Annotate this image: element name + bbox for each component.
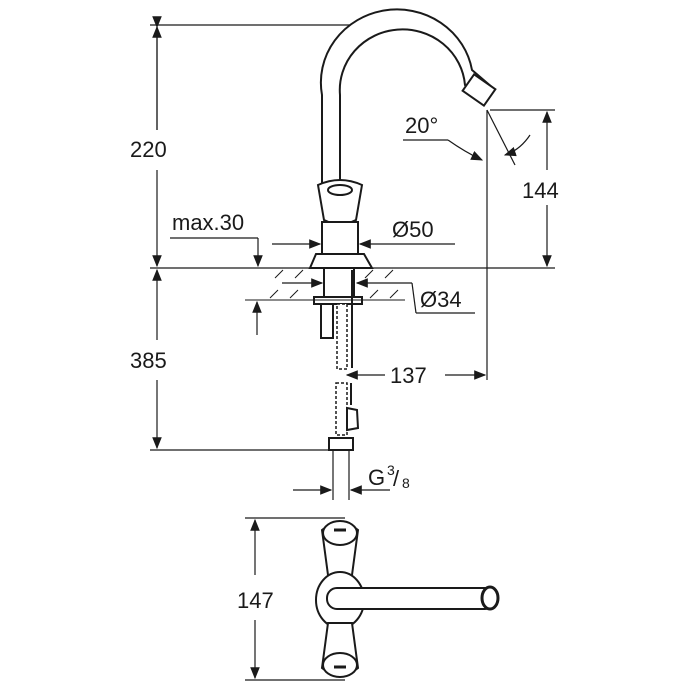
fraction-slash: /: [393, 466, 400, 491]
label-385: 385: [130, 348, 167, 373]
label-137: 137: [390, 363, 427, 388]
countertop-section: [245, 267, 405, 301]
label-g-den: 8: [402, 475, 410, 491]
faucet-side-view: [308, 8, 497, 500]
label-g-num: 3: [387, 462, 395, 478]
angle-20: [403, 109, 531, 166]
label-144: 144: [522, 178, 559, 203]
dimension-max30: [170, 237, 263, 335]
label-g: G: [368, 465, 385, 490]
label-max30: max.30: [172, 210, 244, 235]
label-d50: Ø50: [392, 217, 434, 242]
label-147: 147: [237, 588, 274, 613]
dimension-d34: [282, 278, 475, 314]
label-angle: 20°: [405, 113, 438, 138]
faucet-top-view: [245, 517, 500, 681]
label-220: 220: [130, 137, 167, 162]
label-d34: Ø34: [420, 287, 462, 312]
